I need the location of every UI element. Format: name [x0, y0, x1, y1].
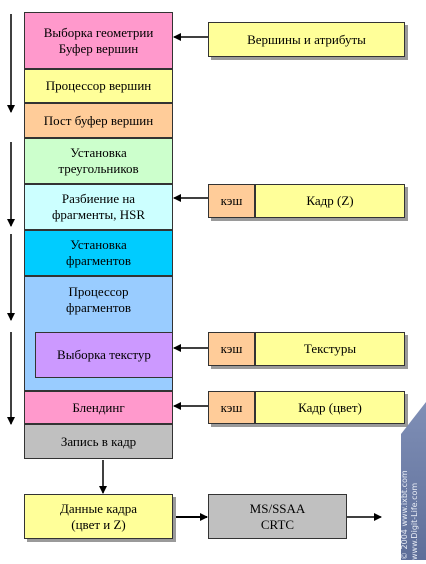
fragment-processor-label: Процессор фрагментов [66, 284, 131, 315]
watermark-text: © 2004 www.ixbt.com www.Digit-Life.com [400, 470, 419, 560]
stage-frame-write: Запись в кадр [24, 424, 173, 459]
vertices-attributes-note: Вершины и атрибуты [208, 22, 405, 57]
frame-z-note: Кадр (Z) [255, 184, 405, 218]
display-msaa-crtc: MS/SSAA CRTC [208, 494, 347, 539]
cache-frame-z: кэш [208, 184, 255, 218]
cache-textures: кэш [208, 332, 255, 366]
stage-triangle-setup: Установка треугольников [24, 138, 173, 184]
stage-rasterization: Разбиение на фрагменты, HSR [24, 184, 173, 230]
cache-frame-color: кэш [208, 391, 255, 424]
stage-blending: Блендинг [24, 391, 173, 424]
stage-fetch-geometry: Выборка геометрии Буфер вершин [24, 12, 173, 69]
textures-note: Текстуры [255, 332, 405, 366]
stage-texture-fetch: Выборка текстур [35, 332, 173, 378]
frame-data-note: Данные кадра (цвет и Z) [24, 494, 173, 539]
stage-post-vertex-buffer: Пост буфер вершин [24, 103, 173, 138]
stage-fragment-setup: Установка фрагментов [24, 230, 173, 276]
stage-vertex-processor: Процессор вершин [24, 69, 173, 103]
frame-color-note: Кадр (цвет) [255, 391, 405, 424]
